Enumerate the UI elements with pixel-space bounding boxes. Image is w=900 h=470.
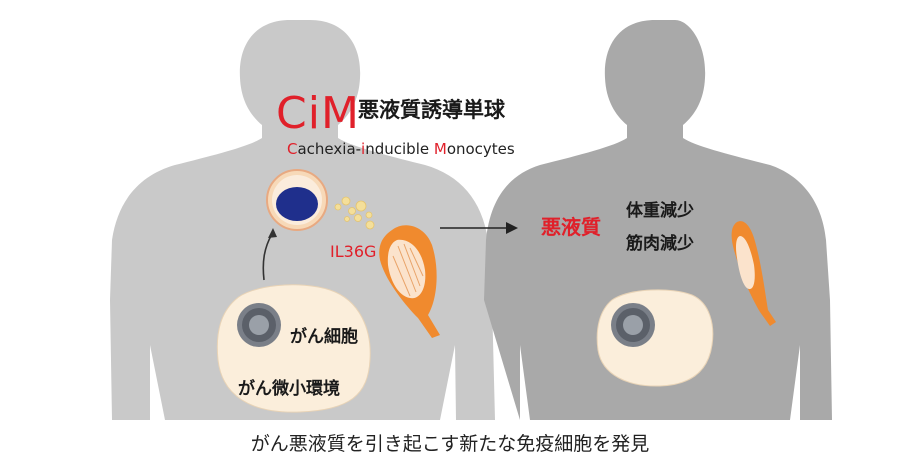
full-name-m: M bbox=[433, 140, 447, 158]
cim-logo: CiM bbox=[276, 88, 360, 139]
tumor-microenvironment-right bbox=[596, 289, 714, 387]
cim-japanese-name: 悪液質誘導単球 bbox=[358, 98, 505, 122]
caption: がん悪液質を引き起こす新たな免疫細胞を発見 bbox=[250, 433, 650, 455]
full-name-nducible: nducible bbox=[365, 140, 434, 158]
recruitment-arrowhead bbox=[268, 228, 277, 238]
muscle-right bbox=[731, 221, 776, 326]
cytokine-dots bbox=[334, 196, 375, 230]
tumor-cell-left bbox=[237, 303, 281, 347]
weight-loss-label: 体重減少 bbox=[626, 201, 694, 221]
full-name-achexia: achexia- bbox=[297, 140, 362, 158]
full-name-c: C bbox=[287, 140, 298, 158]
transition-arrowhead bbox=[506, 222, 518, 234]
cachexia-label: 悪液質 bbox=[541, 215, 601, 239]
monocyte-cell bbox=[266, 169, 328, 231]
body-silhouette-right bbox=[484, 20, 832, 420]
muscle-loss-label: 筋肉減少 bbox=[626, 234, 694, 254]
tumor-microenvironment-label: がん微小環境 bbox=[238, 379, 340, 399]
full-name-i: i bbox=[361, 140, 366, 158]
cim-full-name: Cachexia-inducible Monocytes bbox=[287, 142, 515, 157]
tumor-cell-label: がん細胞 bbox=[290, 327, 358, 347]
muscle-left bbox=[379, 225, 440, 338]
cytokine-label: IL36G bbox=[330, 242, 377, 261]
full-name-onocytes: onocytes bbox=[446, 140, 515, 158]
tumor-cell-right bbox=[611, 303, 655, 347]
